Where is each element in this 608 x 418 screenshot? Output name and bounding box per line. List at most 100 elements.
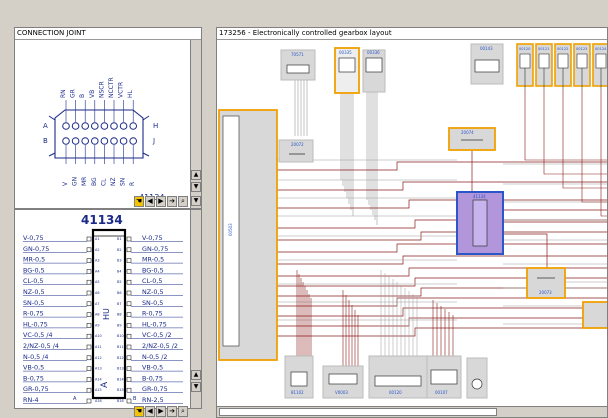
pinout-right-wire: CL-0,5 bbox=[142, 277, 162, 285]
arrow-down-icon[interactable]: ▼ bbox=[191, 182, 201, 192]
pinout-left-pin: A10 bbox=[95, 334, 102, 338]
connector-vscroll[interactable]: ▲ ▼ ▼ bbox=[190, 40, 201, 208]
pinout-right-wire: MR-0,5 bbox=[142, 256, 164, 264]
arrow-left-icon[interactable]: ◀ bbox=[145, 406, 155, 417]
pinout-right-pin: B11 bbox=[117, 345, 124, 349]
arrow-up-icon[interactable]: ▲ bbox=[191, 370, 201, 380]
corner-a: A bbox=[73, 396, 77, 402]
top-right-connector-body bbox=[519, 53, 531, 69]
connector-top-label: NCCTR bbox=[108, 77, 115, 98]
wire bbox=[543, 90, 607, 175]
connector-pin bbox=[129, 137, 137, 145]
pinout-left-pin: A5 bbox=[95, 280, 99, 284]
top-right-connector-body bbox=[595, 53, 607, 69]
connector-pin bbox=[81, 137, 89, 145]
pinout-left-wire: V-0,75 bbox=[23, 234, 44, 242]
pinout-right-pin: B10 bbox=[117, 334, 124, 338]
connector-top-label: VB bbox=[89, 90, 96, 98]
connector-bottom-label: NZ bbox=[110, 177, 117, 186]
svg-text:00120: 00120 bbox=[389, 390, 402, 395]
pinout-right-pin: B14 bbox=[117, 377, 124, 381]
pinout-left-terminal bbox=[86, 269, 92, 274]
svg-text:20073: 20073 bbox=[539, 290, 552, 295]
svg-text:00143: 00143 bbox=[480, 46, 493, 51]
wire bbox=[277, 277, 607, 287]
pinout-left-terminal bbox=[86, 344, 92, 350]
connector-pin bbox=[81, 122, 89, 130]
top-right-connector-label: 00122 bbox=[557, 47, 568, 51]
arrow-right-icon[interactable]: ▶ bbox=[156, 196, 166, 207]
pinout-left-wire: NZ-0,5 bbox=[23, 288, 45, 296]
pinout-left-terminal bbox=[86, 366, 92, 371]
zoom-icon[interactable]: ⌕ bbox=[178, 406, 188, 417]
connector-bottom-label: CL bbox=[100, 178, 107, 186]
pinout-left-terminal bbox=[86, 377, 92, 382]
pinout-right-pin: B13 bbox=[117, 367, 124, 371]
pinout-right-pin: B15 bbox=[117, 388, 124, 392]
arrow-up-icon[interactable]: ▲ bbox=[191, 170, 201, 180]
pinout-left-terminal bbox=[86, 279, 92, 285]
pinout-right-wire: VC-0,5 /2 bbox=[142, 331, 172, 339]
pinout-right-wire: GR-0,75 bbox=[142, 385, 168, 393]
pinout-right-wire: GN-0,75 bbox=[142, 245, 168, 253]
pinout-right-pin: B16 bbox=[117, 399, 124, 403]
zoom-icon[interactable]: ⌕ bbox=[178, 196, 188, 207]
pinout-right-wire: BG-0,5 bbox=[142, 266, 164, 274]
arrow-left-icon[interactable]: ◀ bbox=[145, 196, 155, 207]
pinout-right-terminal bbox=[126, 290, 132, 296]
pinout-left-pin: A7 bbox=[95, 302, 99, 306]
diagram-hscroll[interactable] bbox=[217, 406, 607, 417]
svg-text:00107: 00107 bbox=[435, 390, 448, 395]
wire bbox=[277, 219, 607, 229]
connector-bottom-label: MR bbox=[81, 177, 88, 186]
pinout-right-terminal bbox=[126, 258, 132, 263]
pinout-right-terminal bbox=[126, 344, 132, 350]
arrow-right-icon[interactable]: ▶ bbox=[156, 406, 166, 417]
pinout-toolbar: ☚ ◀ ▶ ➔ ⌕ bbox=[134, 406, 188, 418]
arrow-down-icon[interactable]: ▼ bbox=[191, 196, 201, 206]
pinout-vscroll[interactable]: ▲ ▼ bbox=[190, 210, 201, 408]
relay-component: 20074 bbox=[448, 127, 496, 151]
pinout-right-wire: V-0,75 bbox=[142, 234, 163, 242]
top-right-connector-body bbox=[557, 53, 569, 69]
small-component: 20072 bbox=[278, 139, 314, 163]
hand-icon[interactable]: ☚ bbox=[134, 406, 144, 417]
pinout-left-wire: GN-0,75 bbox=[23, 245, 49, 253]
top-right-connector-body bbox=[576, 53, 588, 69]
pinout-left-wire: CL-0,5 bbox=[23, 277, 43, 285]
wire bbox=[277, 307, 607, 317]
arrow-down-icon[interactable]: ▼ bbox=[191, 382, 201, 392]
arrow-forward-icon[interactable]: ➔ bbox=[167, 196, 177, 207]
pinout-left-wire: BG-0,5 bbox=[23, 266, 45, 274]
pinout-left-terminal bbox=[86, 236, 92, 242]
pinout-left-wire: 2/NZ-0,5 /4 bbox=[23, 342, 59, 350]
connector-body bbox=[54, 109, 144, 159]
pinout-left-terminal bbox=[86, 333, 92, 339]
wire bbox=[562, 90, 607, 189]
diagram-title: 173256 - Electronically controlled gearb… bbox=[217, 28, 607, 40]
pinout-left-wire: GR-0,75 bbox=[23, 385, 49, 393]
diagram-hscroll-thumb[interactable] bbox=[219, 408, 497, 416]
pinout-right-wire: R-0,75 bbox=[142, 310, 163, 318]
pinout-left-terminal bbox=[86, 398, 92, 404]
connector-pin bbox=[100, 122, 109, 130]
connector-pin bbox=[100, 137, 109, 145]
pinout-right-terminal bbox=[126, 279, 132, 285]
pinout-right-pin: B6 bbox=[117, 291, 121, 295]
pinout-left-wire: MR-0,5 bbox=[23, 256, 45, 264]
pinout-left-terminal bbox=[86, 323, 92, 328]
pinout-left-pin: A4 bbox=[95, 269, 99, 273]
pinout-right-terminal bbox=[126, 247, 132, 253]
pinout-right-pin: B7 bbox=[117, 302, 121, 306]
pinout-right-wire: NZ-0,5 bbox=[142, 288, 164, 296]
pinout-left-terminal bbox=[86, 301, 92, 307]
wire bbox=[277, 199, 607, 209]
bottom-component-3: 00120 bbox=[368, 355, 428, 399]
connector-pin bbox=[71, 122, 80, 130]
pinout-right-terminal bbox=[126, 323, 132, 328]
hand-icon[interactable]: ☚ bbox=[134, 196, 144, 207]
pinout-right-pin: B5 bbox=[117, 280, 121, 284]
arrow-forward-icon[interactable]: ➔ bbox=[167, 406, 177, 417]
